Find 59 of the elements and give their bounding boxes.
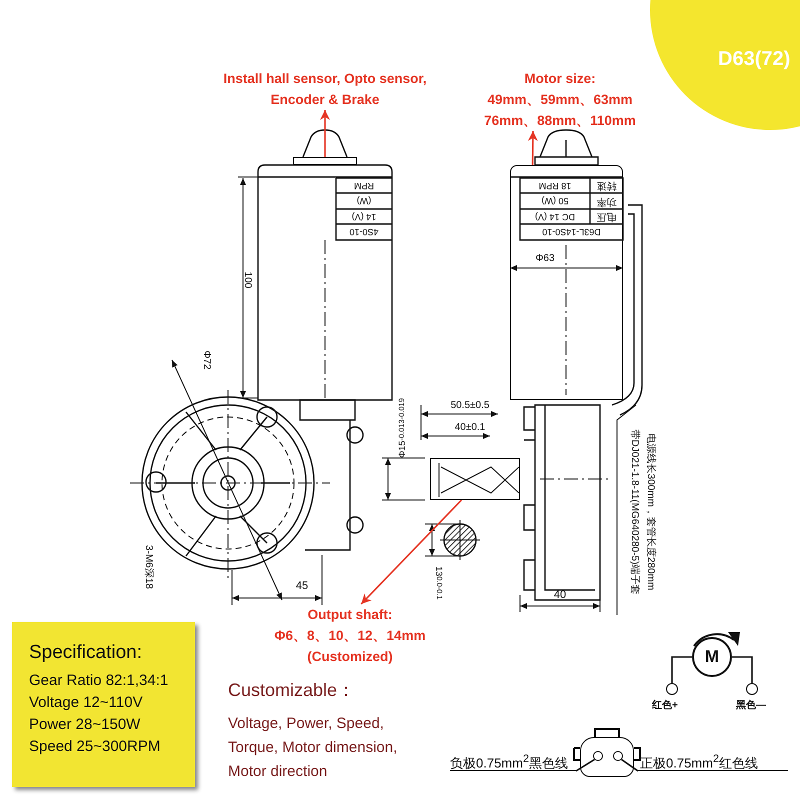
leader-line — [576, 758, 595, 772]
spec-text: Voltage 12~110V — [29, 694, 144, 711]
dimension-text: 40 — [552, 588, 568, 602]
cable-note: 电源线长300mm，套管长度280mm — [644, 432, 657, 592]
callout-underline — [450, 752, 576, 771]
nameplate-text: 转速 — [596, 179, 618, 193]
arrow — [528, 131, 538, 165]
motor-end-cap — [293, 157, 357, 165]
nameplate-text: (W) — [356, 195, 372, 208]
connector-pin — [613, 751, 623, 761]
motor-letter: M — [704, 647, 720, 667]
spec-text: Gear Ratio 82:1,34:1 — [29, 672, 170, 689]
wire-spec-text: 负极0.75mm$^{2}$黑色线 — [450, 753, 568, 772]
customizable-heading: Customizable： — [228, 679, 356, 701]
dimension-text: Φ63 — [534, 252, 556, 266]
spec-heading: Specification: — [29, 642, 144, 664]
motor-body — [510, 165, 623, 400]
spec-text: Power 28~150W — [29, 716, 142, 733]
nameplate-text: D63L-14S0-10 — [541, 226, 602, 240]
dimension-text: 50.5±0.5 — [450, 399, 490, 413]
nameplate-text: 18 RPM — [538, 180, 572, 193]
leader-line — [621, 758, 638, 772]
nameplate-text: 功率 — [596, 194, 618, 209]
terminal-circle — [666, 683, 678, 695]
wire-label: 黑色— — [736, 700, 766, 712]
dimension-text: 3-M6深18 — [142, 544, 155, 591]
customizable-text: Voltage, Power, Speed, Torque, Motor dimension, Motor direction — [228, 714, 398, 782]
spec-text: Speed 25~300RPM — [29, 738, 162, 755]
callout-text: Φ6、8、10、12、14mm — [273, 627, 427, 645]
connector-body — [580, 737, 634, 777]
callout-heading: Output shaft: — [306, 606, 394, 624]
nameplate-text: DC 14 (V) — [534, 210, 576, 224]
nameplate-text: 50 (W) — [540, 195, 570, 208]
wire-spec-text: 正极0.75mm$^{2}$红色线 — [640, 753, 758, 772]
terminal-circle — [746, 683, 758, 695]
dimension-text: 40±0.1 — [454, 421, 486, 435]
callout-heading: Motor size: — [523, 70, 597, 88]
arrow — [320, 110, 330, 157]
wire — [732, 656, 753, 683]
wire — [671, 656, 692, 683]
nameplate-text: 4S0-10 — [348, 226, 380, 240]
dimension-text: Φ72 — [200, 349, 213, 372]
cable-note: 带DJ021-1.8-11(MG640280-5)端子套 — [628, 428, 641, 596]
callout-text: (Customized) — [306, 648, 394, 666]
nameplate-text: 14 (V) — [350, 210, 378, 224]
nameplate-text: 电压 — [596, 210, 618, 224]
callout-text: Install hall sensor, Opto sensor, Encoder & Brake — [222, 70, 428, 109]
output-shaft — [430, 458, 520, 500]
dimension-text: 100 — [240, 270, 254, 290]
motor-symbol — [692, 637, 732, 677]
nameplate-text: RPM — [353, 180, 375, 193]
callout-text: 49mm、59mm、63mm 76mm、88mm、110mm — [483, 91, 637, 130]
model-label: D63(72) — [718, 48, 790, 71]
specification-card — [12, 622, 195, 787]
connector-pin — [593, 751, 603, 761]
callout-underline — [638, 752, 788, 771]
arrow — [360, 499, 462, 605]
dimension-text: 45 — [294, 579, 310, 593]
wire-label: 红色+ — [652, 700, 678, 712]
